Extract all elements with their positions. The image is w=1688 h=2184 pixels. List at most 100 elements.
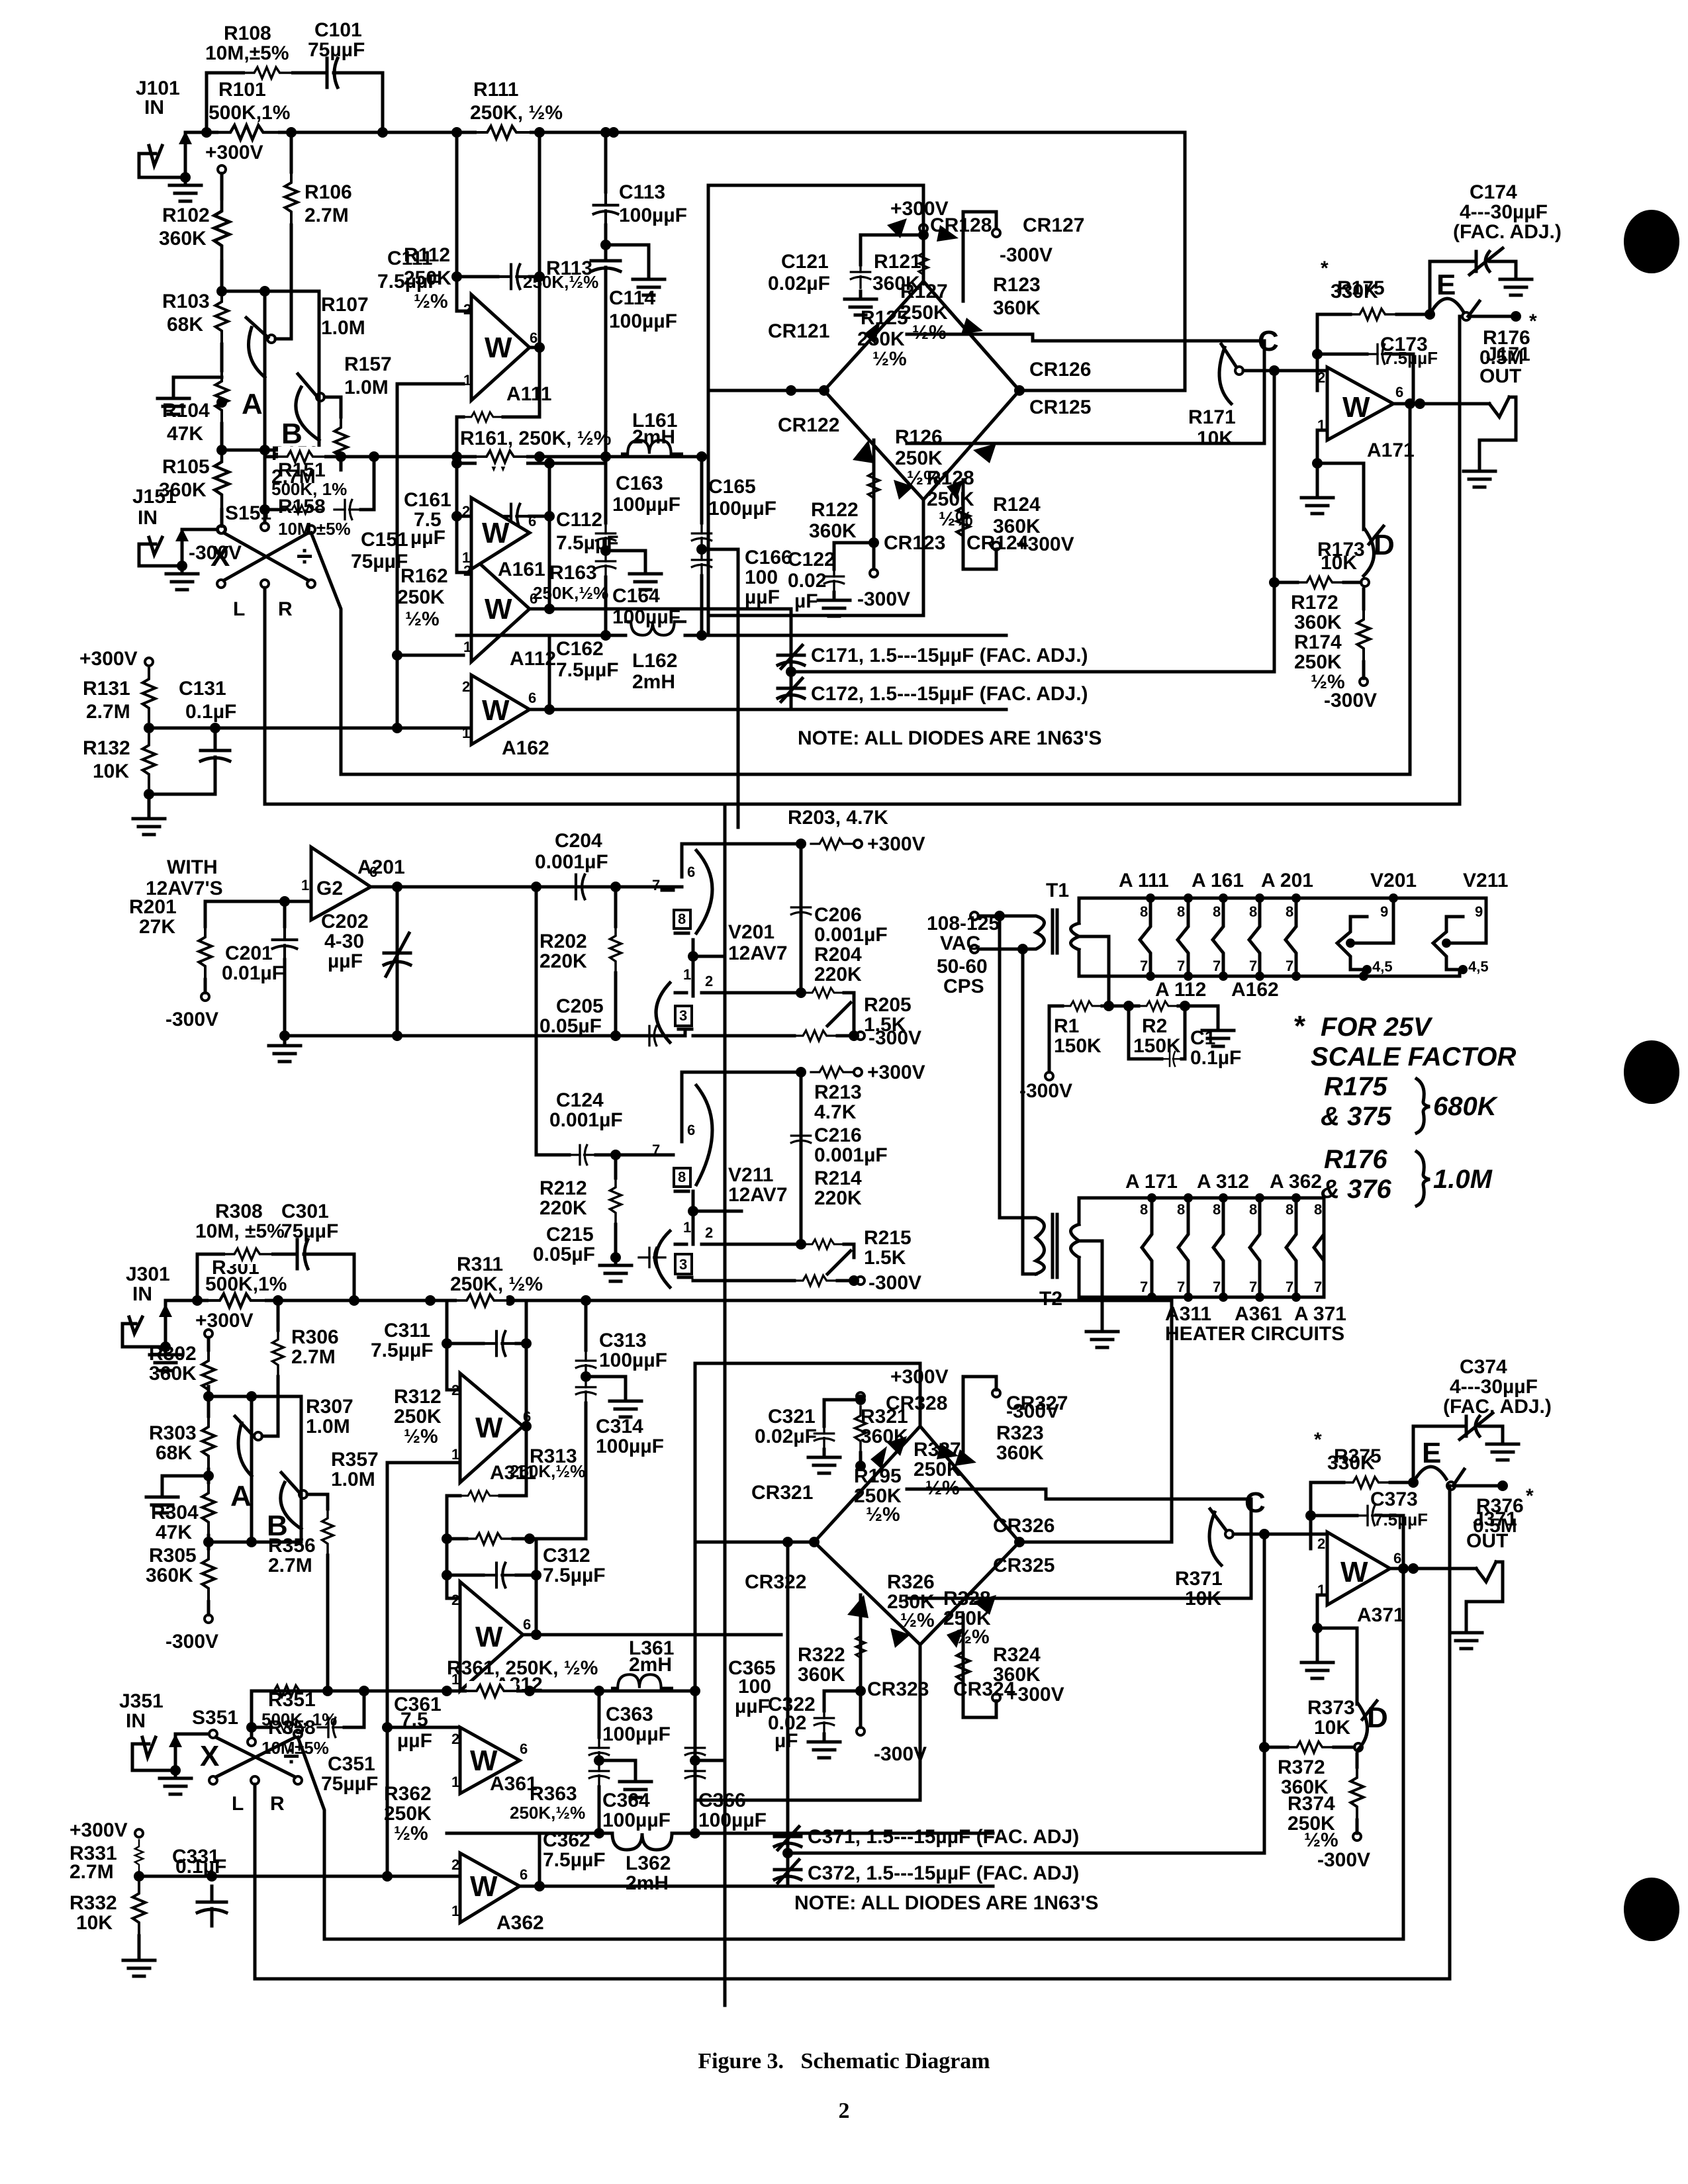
label-C121: C121 xyxy=(781,251,829,273)
label-A361: A361 xyxy=(490,1773,538,1795)
value-R311: 250K, ½% xyxy=(450,1273,543,1295)
value-R328: 250K xyxy=(943,1608,991,1629)
label-R358: R358 xyxy=(268,1717,316,1739)
note-line1: FOR 25V xyxy=(1321,1013,1433,1042)
label-minus300-a: -300V xyxy=(868,1027,921,1049)
label-pot-D[interactable]: D xyxy=(1374,529,1395,561)
value-R128: 250K xyxy=(927,488,974,510)
label-C311: C311 xyxy=(384,1320,430,1342)
label-pot-D[interactable]: D xyxy=(1367,1702,1388,1734)
amplifier-A312[interactable] xyxy=(458,1578,526,1695)
switch-L-label: L xyxy=(232,1793,244,1815)
label-CR123: CR123 xyxy=(884,532,945,554)
label-plus300-b: +300V xyxy=(79,648,138,670)
value-R106: 2.7M xyxy=(305,205,349,226)
value-R127: 250K xyxy=(900,302,948,324)
label-with: WITH xyxy=(167,856,218,878)
value-R172: 360K xyxy=(1294,612,1342,633)
label-R102: R102 xyxy=(162,205,210,226)
value-R157: 1.0M xyxy=(344,377,389,398)
amplifier-A171[interactable] xyxy=(1325,364,1397,443)
label-C202: C202 xyxy=(321,911,369,933)
label-A161: A161 xyxy=(498,559,545,580)
label-pot-E[interactable]: E xyxy=(1436,269,1456,301)
value-C204: 0.001µF xyxy=(535,851,608,873)
reference-oscillator-section: WITH 12AV7'S G2 A201 1 6 R201 27K -300V … xyxy=(129,802,925,2007)
label-pot-B[interactable]: B xyxy=(267,1510,288,1542)
tol-R174: ½% xyxy=(1311,671,1345,693)
value-C206: 0.001µF xyxy=(814,924,888,946)
jack-J371[interactable] xyxy=(1450,1559,1505,1649)
amplifier-A201[interactable] xyxy=(309,844,374,923)
label-minus300-c: -300V xyxy=(874,1743,927,1765)
value-R305: 360K xyxy=(146,1565,193,1586)
value-R331: 2.7M xyxy=(70,1861,114,1883)
pin-label: 9 xyxy=(1380,903,1388,920)
label-CR128: CR128 xyxy=(930,214,992,236)
amplifier-A361[interactable] xyxy=(458,1724,524,1797)
pin-label: 4,5 xyxy=(1372,958,1393,975)
amplifier-A111[interactable] xyxy=(469,291,532,404)
amplifier-A162[interactable] xyxy=(469,672,533,748)
label-pot-A[interactable]: A xyxy=(242,388,263,420)
label-J171: J171 xyxy=(1486,343,1530,365)
amplifier-A311[interactable] xyxy=(458,1369,526,1486)
pot-B-arc[interactable] xyxy=(294,385,322,443)
note-star: * xyxy=(1294,1010,1306,1042)
pot-C-arc[interactable] xyxy=(1217,345,1234,406)
label-CR127: CR127 xyxy=(1023,214,1084,236)
jack-J351[interactable] xyxy=(130,1732,191,1794)
label-R204: R204 xyxy=(814,944,862,966)
label-J351: J351 xyxy=(119,1690,164,1712)
heater-label-A161: A 161 xyxy=(1192,870,1244,891)
label-R362: R362 xyxy=(384,1783,432,1805)
label-R323: R323 xyxy=(996,1422,1044,1444)
pin-label: 7 xyxy=(1140,958,1148,974)
value-R323: 360K xyxy=(996,1442,1044,1464)
binder-hole-bottom xyxy=(1624,1878,1679,1941)
label-amp-W: W xyxy=(1342,391,1370,424)
label-C361: C361 xyxy=(394,1694,442,1715)
jack-J101[interactable] xyxy=(137,130,201,201)
amplifier-A371[interactable] xyxy=(1325,1529,1393,1608)
value-C113: 100µµF xyxy=(619,205,687,226)
label-pot-C[interactable]: C xyxy=(1244,1486,1266,1519)
pot-C-arc[interactable] xyxy=(1207,1510,1224,1568)
label-R128: R128 xyxy=(927,467,974,489)
amplifier-A362[interactable] xyxy=(458,1850,523,1926)
jack-J171[interactable] xyxy=(1464,394,1518,487)
label-pot-B[interactable]: B xyxy=(281,418,303,450)
label-C124: C124 xyxy=(556,1089,604,1111)
pin-label: 8 xyxy=(1177,1201,1185,1218)
jack-J301[interactable] xyxy=(120,1302,181,1371)
pot-A-arc[interactable] xyxy=(236,1420,254,1479)
label-pot-C[interactable]: C xyxy=(1258,325,1279,357)
label-pot-A[interactable]: A xyxy=(230,1480,252,1512)
tube-V211[interactable] xyxy=(654,1070,714,1290)
pot-B-arc[interactable] xyxy=(279,1480,304,1531)
figure-caption: Figure 3. Schematic Diagram xyxy=(698,2049,990,2073)
label-R112: R112 xyxy=(404,244,450,266)
value-R303: 68K xyxy=(156,1442,192,1464)
value-R132: 10K xyxy=(93,760,129,782)
value-R113: 250K,½% xyxy=(523,272,598,292)
value-C161: 7.5 xyxy=(414,509,442,531)
label-amp-W: W xyxy=(485,332,512,364)
label-amp-W: W xyxy=(482,517,510,549)
value-R101: 500K,1% xyxy=(209,102,290,124)
label-pot-E[interactable]: E xyxy=(1422,1437,1441,1469)
label-C163: C163 xyxy=(616,473,663,494)
value-C364: 100µµF xyxy=(602,1809,671,1831)
pin-label: 2 xyxy=(705,1224,713,1241)
label-plus300-b: +300V xyxy=(70,1819,128,1841)
value-C205: 0.05µF xyxy=(539,1015,602,1037)
jack-J151[interactable] xyxy=(137,527,198,590)
pot-A-arc[interactable] xyxy=(247,325,267,380)
value-C162: 7.5µµF xyxy=(556,659,619,681)
amplifier-A161[interactable] xyxy=(469,494,533,572)
value-C121: 0.02µF xyxy=(768,273,830,295)
value-C374: 4---30µµF xyxy=(1450,1376,1538,1398)
value-R313: 250K,½% xyxy=(510,1461,585,1481)
switch-S351[interactable] xyxy=(208,1729,303,1786)
